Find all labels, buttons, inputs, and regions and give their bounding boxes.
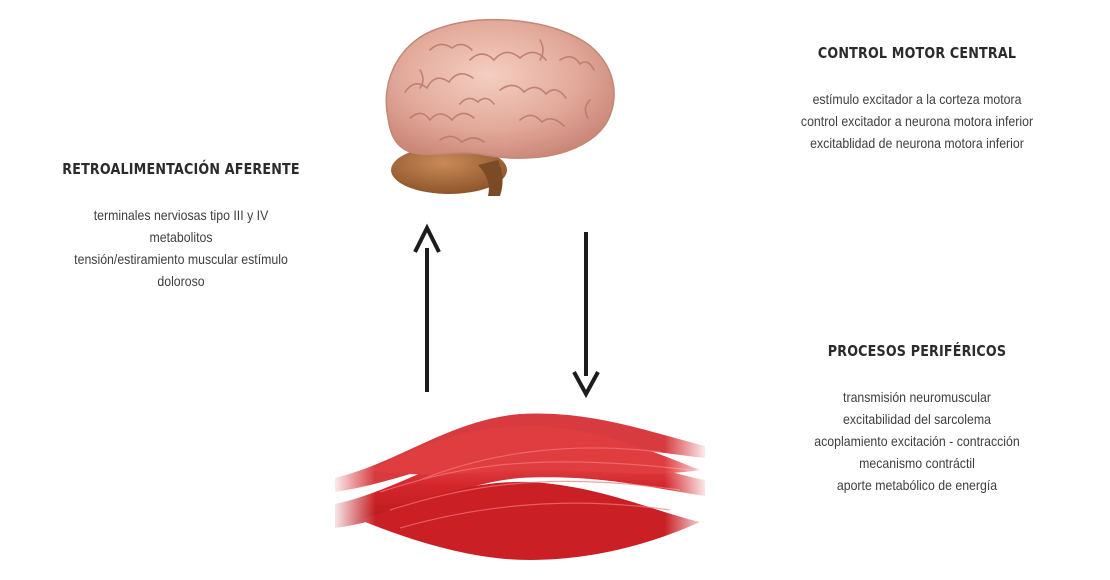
central-item: estímulo excitador a la corteza motora [812, 91, 1022, 107]
peripheral-processes-block: PROCESOS PERIFÉRICOS transmisión neuromu… [722, 342, 1110, 496]
central-item: excitablidad de neurona motora inferior [810, 135, 1024, 151]
afferent-item: doloroso [157, 273, 205, 289]
peripheral-item: excitabilidad del sarcolema [843, 411, 991, 427]
central-motor-control-heading: CONTROL MOTOR CENTRAL [817, 44, 1017, 62]
arrow-down-icon [572, 232, 600, 399]
brain-icon [385, 18, 615, 196]
peripheral-item: acoplamiento excitación - contracción [814, 433, 1020, 449]
peripheral-item: mecanismo contráctil [859, 455, 975, 471]
arrow-up-icon [413, 223, 441, 392]
afferent-item: terminales nerviosas tipo III y IV [93, 207, 269, 223]
central-motor-control-block: CONTROL MOTOR CENTRAL estímulo excitador… [727, 44, 1107, 154]
muscle-icon [330, 400, 710, 570]
brain-stem [478, 160, 503, 196]
central-item: control excitador a neurona motora infer… [800, 113, 1034, 129]
peripheral-item: transmisión neuromuscular [843, 389, 991, 405]
afferent-feedback-heading: RETROALIMENTACIÓN AFERENTE [62, 160, 300, 178]
peripheral-processes-list: transmisión neuromuscular excitabilidad … [722, 386, 1110, 496]
afferent-item: metabolitos [149, 229, 213, 245]
afferent-feedback-list: terminales nerviosas tipo III y IV metab… [0, 204, 362, 292]
afferent-feedback-block: RETROALIMENTACIÓN AFERENTE terminales ne… [0, 160, 362, 292]
afferent-item: tensión/estiramiento muscular estímulo [74, 251, 288, 267]
central-motor-control-list: estímulo excitador a la corteza motora c… [727, 88, 1107, 154]
peripheral-processes-heading: PROCESOS PERIFÉRICOS [827, 342, 1007, 360]
peripheral-item: aporte metabólico de energía [836, 477, 998, 493]
cerebellum [391, 146, 507, 194]
